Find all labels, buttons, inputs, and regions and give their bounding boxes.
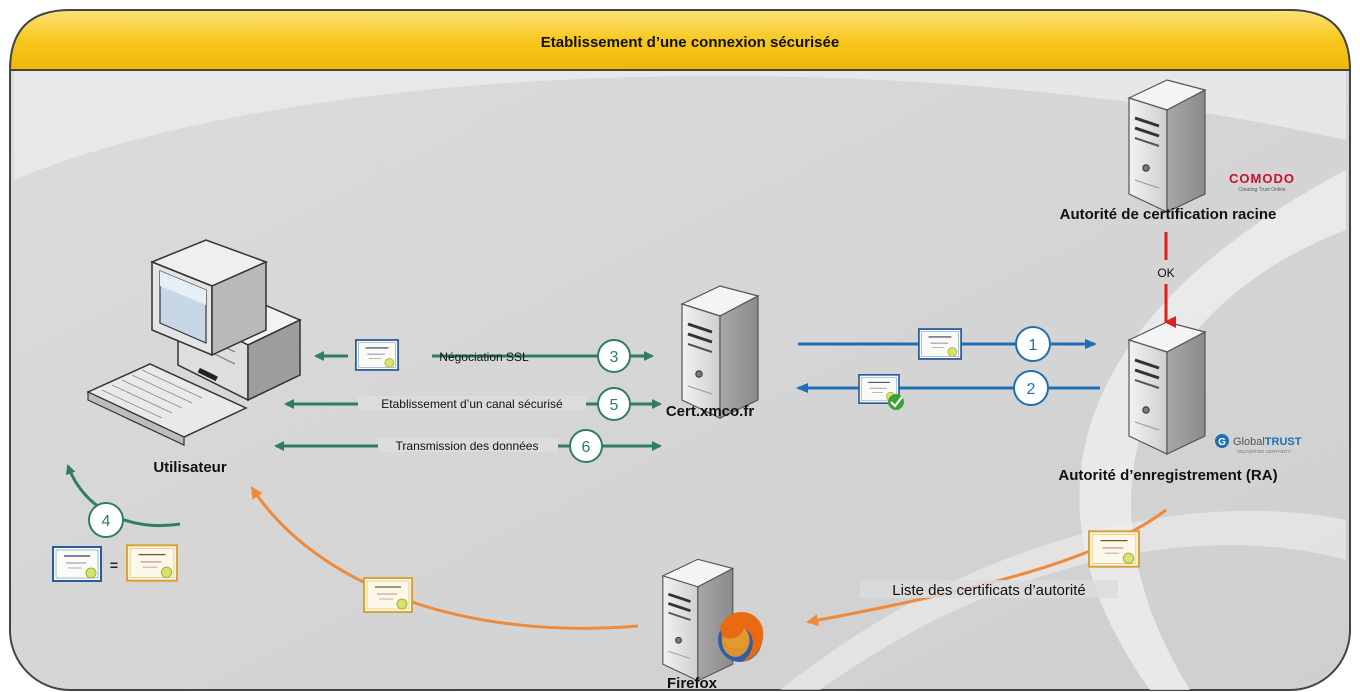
step-5: 5 <box>610 397 619 414</box>
certificate-icon <box>126 544 178 582</box>
svg-text:DELIVERING CERTAINTY: DELIVERING CERTAINTY <box>1237 449 1291 454</box>
step-6: 6 <box>582 439 591 456</box>
root-ca-label: Autorité de certification racine <box>1060 206 1277 223</box>
step-4: 4 <box>102 513 111 530</box>
server-icon <box>1127 320 1207 456</box>
server-icon <box>680 284 760 420</box>
ssl-negotiation-flow: Négociation SSL 3 <box>314 339 654 373</box>
svg-text:Creating Trust Online: Creating Trust Online <box>1238 187 1285 193</box>
firefox-icon <box>718 611 764 662</box>
ssl-label: Négociation SSL <box>439 350 529 364</box>
response-from-ra-flow: 2 <box>796 370 1100 410</box>
user-label: Utilisateur <box>153 459 227 476</box>
certificate-icon <box>1088 530 1140 568</box>
computer-icon <box>86 239 302 446</box>
browser-to-user-flow <box>250 486 639 630</box>
diagram-frame <box>8 9 1352 691</box>
svg-text:COMODO: COMODO <box>1229 171 1295 186</box>
step-1: 1 <box>1029 337 1038 354</box>
verify-flow: 4 = <box>52 464 181 583</box>
data-label: Transmission des données <box>396 439 539 453</box>
ca-list-flow: Liste des certificats d’autorité <box>806 508 1167 627</box>
ok-flow: OK <box>1157 232 1176 328</box>
ca-list-label: Liste des certificats d’autorité <box>892 582 1085 599</box>
step-2: 2 <box>1027 381 1036 398</box>
comodo-logo: COMODO Creating Trust Online <box>1229 171 1295 193</box>
firefox-label: Firefox <box>667 675 718 692</box>
svg-text:G: G <box>1218 437 1226 448</box>
check-icon <box>888 394 904 410</box>
secure-channel-flow: Etablissement d’un canal sécurisé 5 <box>284 387 662 421</box>
globaltrust-logo: G GlobalTRUST DELIVERING CERTAINTY <box>1215 434 1302 454</box>
ok-label: OK <box>1157 266 1174 280</box>
certificate-icon <box>355 339 399 371</box>
certificate-icon <box>52 545 102 583</box>
equals-sign: = <box>110 557 118 573</box>
certificate-icon <box>918 328 962 360</box>
certificate-icon <box>363 577 413 613</box>
server-label: Cert.xmco.fr <box>666 403 755 420</box>
server-icon <box>1127 78 1207 214</box>
ra-label: Autorité d’enregistrement (RA) <box>1058 467 1277 484</box>
svg-text:GlobalTRUST: GlobalTRUST <box>1233 436 1302 448</box>
channel-label: Etablissement d’un canal sécurisé <box>381 397 563 411</box>
request-to-ra-flow: 1 <box>798 326 1097 362</box>
data-transmission-flow: Transmission des données 6 <box>274 429 662 463</box>
diagram-title: Etablissement d’une connexion sécurisée <box>541 34 839 51</box>
step-3: 3 <box>610 349 619 366</box>
server-icon <box>661 557 735 683</box>
